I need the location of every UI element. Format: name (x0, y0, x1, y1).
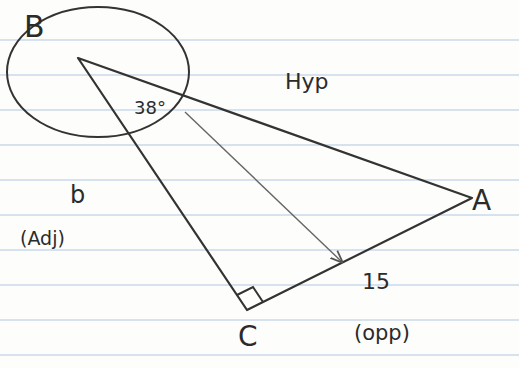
diagram-label: (Adj) (18, 228, 67, 249)
diagram-label: (opp) (352, 322, 412, 345)
circled-angle-group: B 38° (4, 4, 192, 140)
diagram-label: Hyp (283, 70, 331, 94)
diagram-label: C (236, 322, 260, 353)
pointer-arrow (185, 112, 342, 262)
diagram-label: b (68, 182, 87, 208)
vertex-letter: B (22, 10, 47, 43)
diagram-label: A (470, 186, 493, 217)
diagram-label: 15 (360, 270, 392, 294)
right-angle-mark (237, 287, 263, 302)
angle-measure: 38° (132, 98, 168, 118)
ellipse-outline (7, 7, 189, 137)
ruled-lines (0, 40, 519, 355)
right-triangle (78, 58, 472, 310)
